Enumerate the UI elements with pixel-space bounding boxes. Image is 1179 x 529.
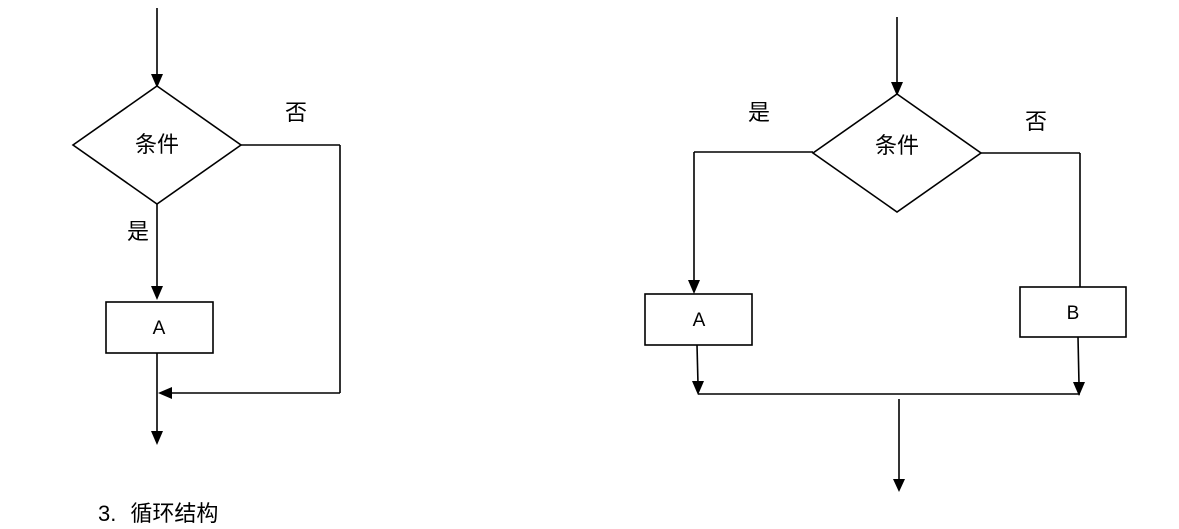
right-flowchart: 条件 是 否 A B [644, 17, 1127, 492]
right-box-a-label: A [693, 310, 706, 331]
left-condition-label: 条件 [135, 133, 179, 158]
left-flowchart: 条件 否 是 A [71, 8, 341, 445]
right-no-label: 否 [1025, 110, 1047, 135]
right-entry-arrowhead [891, 82, 903, 96]
right-process-box-b [1019, 286, 1127, 338]
section-heading: 3. 循环结构 [98, 496, 218, 528]
right-exit-arrowhead [893, 479, 905, 492]
right-process-box-a [644, 293, 753, 346]
left-process-box-a [105, 301, 214, 354]
left-exit-arrowhead [151, 431, 163, 445]
right-a-exit-line [696, 344, 699, 385]
left-box-a-label: A [153, 318, 166, 339]
right-b-exit-line [1077, 336, 1080, 385]
left-no-label: 否 [285, 101, 307, 126]
right-condition-label: 条件 [875, 134, 919, 159]
right-yes-arrowhead [688, 280, 700, 294]
right-condition-diamond [811, 93, 983, 213]
left-yes-arrowhead [151, 286, 163, 300]
right-a-exit-arrowhead [692, 381, 704, 395]
section-title: 循环结构 [130, 502, 219, 527]
right-box-b-label: B [1067, 303, 1080, 324]
right-yes-label: 是 [748, 101, 770, 126]
left-yes-label: 是 [127, 220, 149, 245]
section-number: 3. [98, 501, 117, 526]
right-b-exit-arrowhead [1073, 382, 1085, 396]
left-entry-arrowhead [151, 74, 163, 88]
left-merge-arrowhead [158, 387, 172, 399]
